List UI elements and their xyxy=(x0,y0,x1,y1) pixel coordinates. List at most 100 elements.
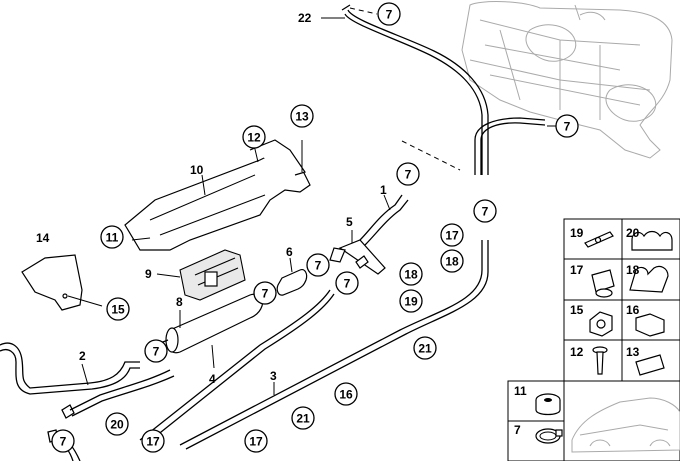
callout-20: 20 xyxy=(105,412,129,436)
legend-label-17: 17 xyxy=(570,263,584,277)
callout-7: 7 xyxy=(335,271,359,295)
svg-text:7: 7 xyxy=(482,205,489,219)
legend-part-20 xyxy=(631,230,673,251)
vehicle-frame-illustration xyxy=(461,1,673,159)
fuel-line-2 xyxy=(0,342,140,395)
label-10: 10 xyxy=(190,163,204,177)
leader-line xyxy=(81,363,89,386)
t-connector-5 xyxy=(329,194,409,275)
callout-21: 21 xyxy=(291,406,315,430)
leader-line xyxy=(156,273,181,278)
callout-13: 13 xyxy=(290,104,314,128)
svg-text:7: 7 xyxy=(344,277,351,291)
legend-part-13 xyxy=(635,354,665,376)
svg-text:19: 19 xyxy=(404,295,418,309)
fuel-line-22 xyxy=(341,4,489,175)
callout-18: 18 xyxy=(399,262,423,286)
heat-shield-10 xyxy=(124,139,311,251)
callout-7: 7 xyxy=(396,162,420,186)
callout-7: 7 xyxy=(306,253,330,277)
legend-part-15 xyxy=(589,311,613,337)
label-8: 8 xyxy=(176,295,183,309)
callout-15: 15 xyxy=(106,297,130,321)
fuel-pump-9 xyxy=(179,249,246,301)
leader-line xyxy=(211,344,215,369)
svg-text:17: 17 xyxy=(445,229,459,243)
svg-text:12: 12 xyxy=(247,131,261,145)
car-silhouette xyxy=(571,397,680,453)
legend-part-16 xyxy=(635,313,665,337)
svg-text:7: 7 xyxy=(315,259,322,273)
svg-text:7: 7 xyxy=(386,8,393,22)
callout-12: 12 xyxy=(242,125,266,149)
svg-text:20: 20 xyxy=(110,418,124,432)
callout-7: 7 xyxy=(253,281,277,305)
legend-label-18: 18 xyxy=(626,263,640,277)
connector-6 xyxy=(276,269,308,296)
callout-19: 19 xyxy=(399,289,423,313)
legend-label-16: 16 xyxy=(626,303,640,317)
svg-text:7: 7 xyxy=(564,120,571,134)
label-5: 5 xyxy=(346,215,353,229)
label-1: 1 xyxy=(380,183,387,197)
legend-label-13: 13 xyxy=(626,345,640,359)
fuel-line-20 xyxy=(69,369,175,417)
legend-part-19 xyxy=(584,231,614,248)
svg-text:11: 11 xyxy=(106,231,119,245)
legend-label-15: 15 xyxy=(570,303,584,317)
callout-19: 18 xyxy=(440,249,464,273)
svg-text:16: 16 xyxy=(339,388,353,402)
svg-text:7: 7 xyxy=(60,435,67,449)
callout-7: 7 xyxy=(377,2,401,26)
svg-text:7: 7 xyxy=(153,345,160,359)
dashed-leader xyxy=(349,7,378,15)
callout-17: 17 xyxy=(141,429,165,453)
svg-text:17: 17 xyxy=(249,435,263,449)
legend-label-11: 11 xyxy=(514,384,527,398)
label-4: 4 xyxy=(209,372,216,386)
leader-line xyxy=(383,194,391,211)
leader-line xyxy=(289,257,293,273)
svg-text:13: 13 xyxy=(295,110,309,124)
fuel-line-4 xyxy=(139,289,335,445)
legend-part-12 xyxy=(592,346,608,375)
label-14: 14 xyxy=(36,231,50,245)
leader-line xyxy=(201,174,206,196)
callout-16: 16 xyxy=(334,382,358,406)
dashed-leader xyxy=(401,140,461,171)
legend-part-17 xyxy=(591,269,615,298)
svg-text:21: 21 xyxy=(418,342,432,356)
callout-21: 21 xyxy=(413,336,437,360)
fuel-line-branch xyxy=(474,117,546,175)
label-22: 22 xyxy=(298,11,312,25)
label-6: 6 xyxy=(286,245,293,259)
callout-7: 7 xyxy=(144,339,168,363)
parts-legend-grid xyxy=(507,218,680,461)
callout-7: 7 xyxy=(555,114,579,138)
legend-part-11 xyxy=(535,393,561,416)
legend-part-7 xyxy=(535,428,563,444)
fuel-filter-8 xyxy=(154,293,263,354)
legend-label-7: 7 xyxy=(514,423,521,437)
heat-shield-14 xyxy=(21,254,83,311)
callout-7: 7 xyxy=(51,429,75,453)
callout-7: 7 xyxy=(473,199,497,223)
legend-label-19: 19 xyxy=(570,226,584,240)
svg-text:7: 7 xyxy=(405,168,412,182)
svg-text:15: 15 xyxy=(111,303,125,317)
svg-text:21: 21 xyxy=(296,412,310,426)
leader-line xyxy=(67,295,103,307)
svg-text:18: 18 xyxy=(404,268,418,282)
svg-text:17: 17 xyxy=(146,435,160,449)
legend-label-20: 20 xyxy=(626,226,640,240)
fuel-line-3 xyxy=(179,240,489,450)
svg-text:7: 7 xyxy=(262,287,269,301)
svg-text:18: 18 xyxy=(445,255,459,269)
label-9: 9 xyxy=(145,267,152,281)
callout-11: 11 xyxy=(100,225,124,249)
hose-end xyxy=(61,404,75,419)
label-3: 3 xyxy=(270,369,277,383)
legend-part-18 xyxy=(629,265,669,293)
callout-18: 17 xyxy=(440,223,464,247)
